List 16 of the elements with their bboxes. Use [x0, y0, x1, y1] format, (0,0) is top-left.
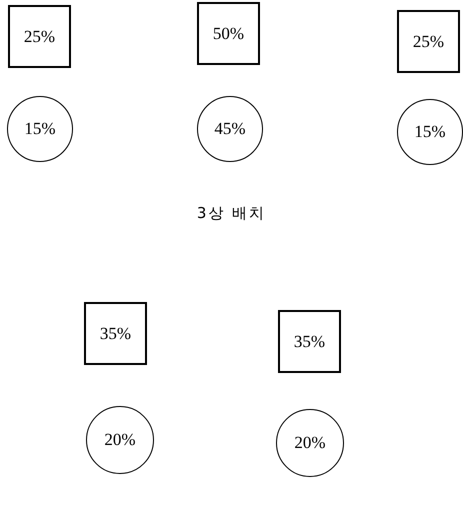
percentage-text: 20% [294, 432, 326, 454]
percentage-text: 45% [214, 118, 246, 140]
square-node [197, 2, 260, 65]
percentage-text: 35% [294, 330, 326, 353]
square-node [84, 302, 147, 365]
percentage-text: 25% [412, 30, 444, 53]
percentage-text: 20% [104, 429, 136, 452]
square-node [8, 5, 71, 68]
square-node [397, 10, 460, 73]
percentage-text: 15% [414, 121, 446, 144]
percentage-text: 25% [24, 26, 56, 48]
percentage-text: 35% [100, 322, 132, 345]
square-node [278, 310, 341, 373]
percentage-text: 15% [24, 118, 56, 140]
percentage-text: 50% [212, 22, 244, 45]
caption-text: 3상 배치 [196, 203, 268, 224]
